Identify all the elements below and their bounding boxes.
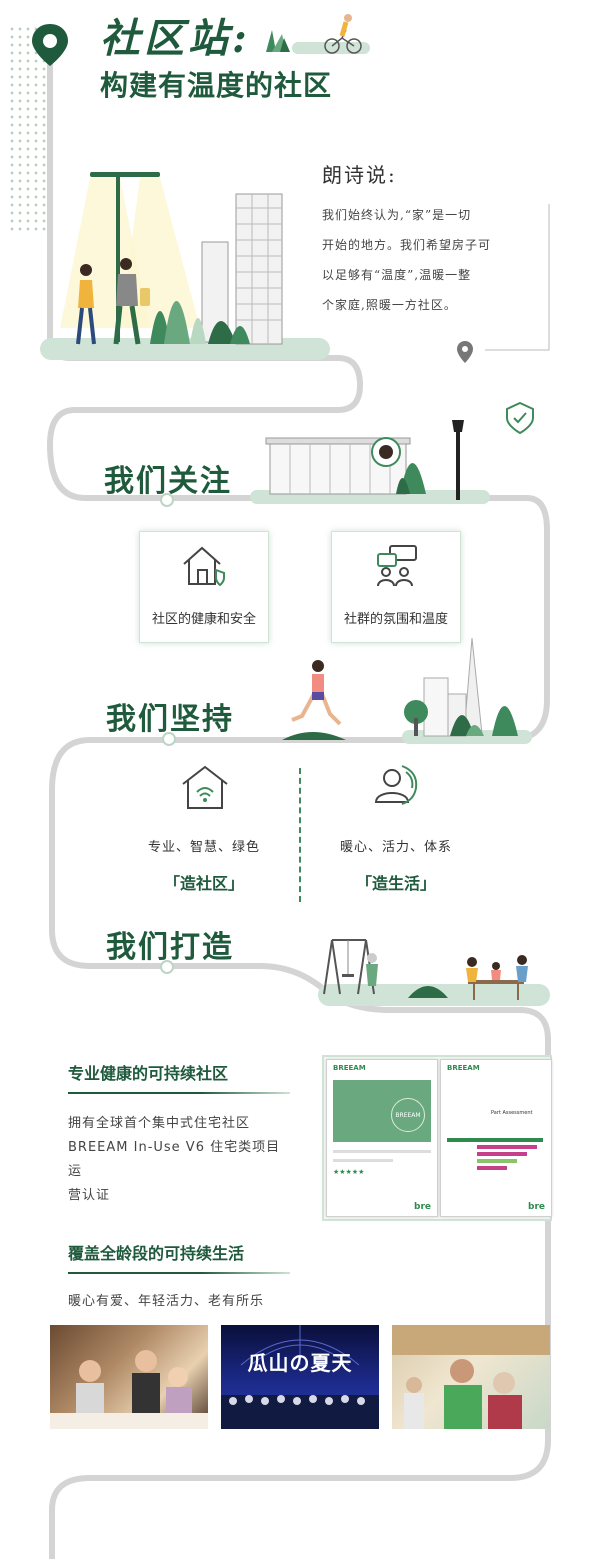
- cyclist-illustration: [262, 8, 372, 60]
- quote-bracket: [485, 204, 550, 351]
- block1-heading: 专业健康的可持续社区: [68, 1064, 229, 1083]
- quote-line: 开始的地方。我们希望房子可: [322, 238, 492, 252]
- persist-label-community: 专业、智慧、绿色: [147, 840, 260, 855]
- map-pin-icon: [456, 340, 474, 368]
- description-line: 营认证: [68, 1188, 111, 1203]
- certificate-stamp: BREEAM: [391, 1098, 425, 1132]
- community-chat-icon: [372, 544, 420, 592]
- certificate-green-band: BREEAM: [333, 1080, 431, 1142]
- block2-heading: 覆盖全龄段的可持续生活: [68, 1244, 245, 1263]
- certificate-score-bars: [447, 1138, 545, 1170]
- breeam-certificate-1: BREEAM BREEAM ★★★★★ bre: [326, 1059, 438, 1217]
- path-marker: [160, 493, 174, 507]
- quote-line: 我们始终认为,“家”是一切: [322, 208, 472, 222]
- park-family-illustration: [318, 934, 550, 1014]
- langshi-heading: 朗诗说:: [322, 163, 397, 187]
- quote-line: 以足够有“温度”,温暖一整: [322, 268, 472, 282]
- location-pin-icon: [30, 22, 70, 72]
- summer-concert-photo: 瓜山の夏天: [221, 1325, 379, 1429]
- certificate-footer: bre: [528, 1202, 545, 1212]
- block2-description: 暖心有爱、年轻活力、老有所乐: [68, 1294, 265, 1309]
- certificate-stars: ★★★★★: [333, 1168, 365, 1176]
- focus-card-label: 社区的健康和安全: [151, 612, 256, 627]
- description-line: 拥有全球首个集中式住宅社区: [68, 1116, 251, 1131]
- street-scene-illustration: [40, 168, 330, 368]
- focus-card-community: 社群的氛围和温度: [331, 531, 461, 643]
- persist-strong-life: 「造生活」: [355, 874, 436, 893]
- description-line: BREEAM In-Use V6 住宅类项目运: [68, 1140, 281, 1179]
- runner-illustration: [282, 654, 352, 746]
- family-dinner-photo: [50, 1325, 208, 1429]
- path-marker: [160, 960, 174, 974]
- certificate-brand: BREEAM: [333, 1064, 366, 1072]
- certificate-subtitle: Part Assessment: [491, 1110, 533, 1116]
- persist-label-life: 暖心、活力、体系: [339, 840, 452, 855]
- shield-badge-icon: [505, 401, 535, 438]
- breeam-certificate-2: BREEAM Part Assessment bre: [440, 1059, 552, 1217]
- certificate-footer: bre: [414, 1202, 431, 1212]
- house-shield-icon: [180, 544, 228, 592]
- persist-strong-community: 「造社区」: [163, 874, 244, 893]
- focus-card-label: 社群的氛围和温度: [343, 612, 448, 627]
- quote-line: 个家庭,照暖一方社区。: [322, 298, 457, 312]
- focus-card-health: 社区的健康和安全: [139, 531, 269, 643]
- certificate-line: [333, 1159, 393, 1162]
- certificate-line: [333, 1150, 431, 1153]
- concert-banner-text: 瓜山の夏天: [247, 1351, 353, 1375]
- page-subtitle: 构建有温度的社区: [100, 69, 333, 102]
- column-divider: [299, 768, 301, 902]
- block1-underline: [68, 1092, 290, 1094]
- smart-home-icon: [180, 764, 230, 814]
- block1-description: 拥有全球首个集中式住宅社区 BREEAM In-Use V6 住宅类项目运 营认…: [68, 1112, 294, 1208]
- city-trees-illustration: [402, 634, 532, 750]
- path-marker: [162, 732, 176, 746]
- station-illustration: [250, 412, 550, 512]
- dot-pattern: [8, 25, 46, 235]
- certificate-brand: BREEAM: [447, 1064, 480, 1072]
- page-title: 社区站:: [100, 15, 251, 62]
- block2-underline: [68, 1272, 290, 1274]
- section-build-title: 我们打造: [106, 930, 234, 965]
- langshi-quote: 我们始终认为,“家”是一切 开始的地方。我们希望房子可 以足够有“温度”,温暖一…: [322, 200, 528, 320]
- person-care-icon: [372, 762, 422, 814]
- elderly-care-photo: [392, 1325, 550, 1429]
- section-persist-title: 我们坚持: [106, 702, 234, 737]
